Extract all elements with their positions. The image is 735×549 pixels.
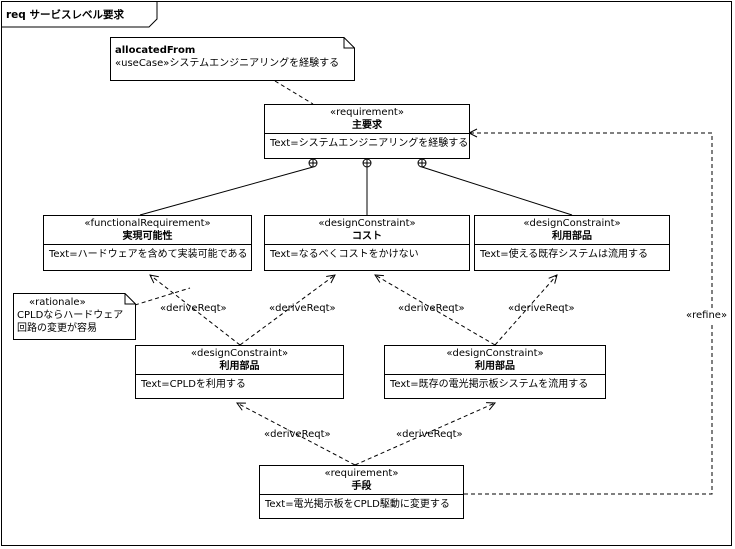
derive-cpld-feasibility-line: [150, 275, 241, 346]
parts-cpld-header: «designConstraint» 利用部品: [136, 346, 343, 375]
main-requirement-name: 主要求: [352, 120, 382, 131]
means-stereotype: «requirement»: [324, 468, 399, 479]
containment-circle-cost-icon: [362, 158, 372, 168]
parts-cpld-text: Text=CPLDを利用する: [141, 379, 246, 390]
main-requirement-text: Text=システムエンジニアリングを経験する: [270, 138, 469, 149]
parts-top-stereotype: «designConstraint»: [523, 218, 621, 229]
allocated-note-title: allocatedFrom: [115, 45, 196, 56]
derive-label-5: «deriveReqt»: [264, 429, 331, 440]
frame-title: req サービスレベル要求: [6, 9, 124, 21]
refine-label: «refine»: [686, 310, 728, 322]
parts-top-header: «designConstraint» 利用部品: [475, 216, 669, 245]
parts-top-block[interactable]: «designConstraint» 利用部品 Text=使える既存システムは流…: [474, 215, 670, 271]
containment-line-parts: [421, 166, 573, 216]
feasibility-stereotype: «functionalRequirement»: [84, 218, 211, 229]
feasibility-text: Text=ハードウェアを含めて実装可能である: [49, 249, 248, 260]
frame-tab: [1, 1, 158, 28]
rationale-note-shape: [13, 293, 136, 340]
cost-text: Text=なるべくコストをかけない: [270, 249, 419, 260]
rationale-stereotype: «rationale»: [29, 297, 86, 308]
parts-top-name: 利用部品: [552, 231, 592, 242]
parts-cpld-name: 利用部品: [219, 361, 260, 372]
feasibility-block[interactable]: «functionalRequirement» 実現可能性 Text=ハードウェ…: [43, 215, 252, 271]
main-requirement-block[interactable]: «requirement» 主要求 Text=システムエンジニアリングを経験する: [264, 104, 470, 159]
rationale-line2: 回路の変更が容易: [17, 323, 97, 334]
means-name: 手段: [351, 481, 372, 492]
allocated-note-text: «useCase»システムエンジニアリングを経験する: [115, 58, 340, 69]
derive-board-cost-line: [375, 275, 496, 346]
rationale-line1: CPLDならハードウェア: [17, 310, 124, 321]
note-anchor-line: [274, 80, 314, 105]
parts-cpld-block[interactable]: «designConstraint» 利用部品 Text=CPLDを利用する: [135, 345, 344, 399]
rationale-note: «rationale» CPLDならハードウェア 回路の変更が容易: [17, 296, 123, 335]
parts-board-text: Text=既存の電光掲示板システムを流用する: [390, 379, 589, 390]
derive-cpld-cost-line: [239, 275, 335, 346]
allocated-note: allocatedFrom «useCase»システムエンジニアリングを経験する: [115, 44, 339, 70]
derive-label-2: «deriveReqt»: [269, 303, 336, 314]
cost-name: コスト: [352, 231, 382, 242]
cost-header: «designConstraint» コスト: [265, 216, 469, 245]
rationale-anchor-line: [134, 287, 191, 306]
derive-board-parts-line: [494, 275, 557, 346]
cost-block[interactable]: «designConstraint» コスト Text=なるべくコストをかけない: [264, 215, 470, 271]
refine-line: [464, 133, 713, 495]
derive-means-cpld-line: [237, 403, 356, 466]
main-requirement-header: «requirement» 主要求: [265, 105, 469, 134]
derive-label-3: «deriveReqt»: [398, 303, 465, 314]
derive-means-board-line: [354, 403, 495, 466]
containment-circle-parts-icon: [417, 158, 427, 168]
means-header: «requirement» 手段: [260, 466, 463, 495]
parts-top-text: Text=使える既存システムは流用する: [480, 249, 649, 260]
allocated-note-shape: [110, 37, 355, 81]
parts-board-stereotype: «designConstraint»: [446, 348, 544, 359]
parts-board-name: 利用部品: [475, 361, 515, 372]
feasibility-header: «functionalRequirement» 実現可能性: [44, 216, 251, 245]
containment-line-feasibility: [139, 166, 314, 216]
means-block[interactable]: «requirement» 手段 Text=電光掲示板をCPLD駆動に変更する: [259, 465, 464, 519]
parts-board-header: «designConstraint» 利用部品: [385, 346, 605, 375]
derive-label-1: «deriveReqt»: [160, 303, 227, 314]
means-text: Text=電光掲示板をCPLD駆動に変更する: [265, 499, 450, 510]
cost-stereotype: «designConstraint»: [318, 218, 416, 229]
main-requirement-stereotype: «requirement»: [330, 107, 404, 118]
containment-circle-feasibility-icon: [308, 158, 318, 168]
derive-label-4: «deriveReqt»: [508, 303, 575, 314]
derive-label-6: «deriveReqt»: [396, 429, 463, 440]
parts-board-block[interactable]: «designConstraint» 利用部品 Text=既存の電光掲示板システ…: [384, 345, 606, 399]
parts-cpld-stereotype: «designConstraint»: [190, 348, 289, 359]
feasibility-name: 実現可能性: [122, 231, 173, 242]
